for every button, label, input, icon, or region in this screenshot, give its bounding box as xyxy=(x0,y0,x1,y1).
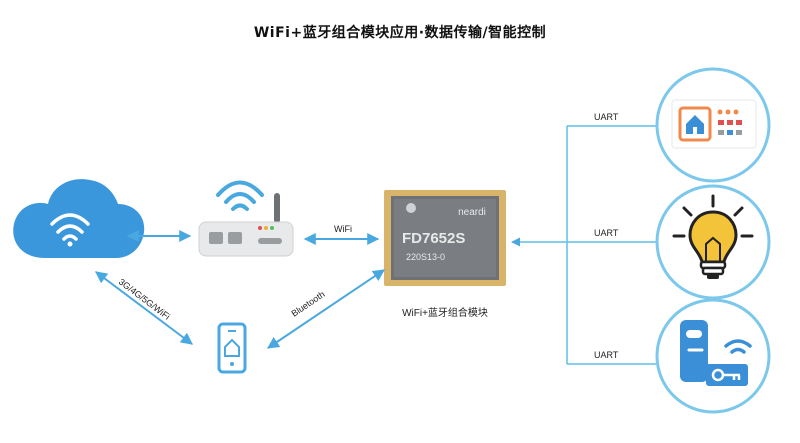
uart-bottom-label: UART xyxy=(594,350,619,360)
phone-module-link xyxy=(267,269,385,349)
bluetooth-link-label: Bluetooth xyxy=(290,289,327,319)
smart-lock-icon xyxy=(655,298,771,414)
wifi-link-label: WiFi xyxy=(334,224,352,234)
module-code: 220S13-0 xyxy=(406,252,445,262)
cloud-phone-link xyxy=(95,271,193,345)
uart-mid-label: UART xyxy=(594,228,619,238)
module-chip xyxy=(384,190,506,286)
module-caption: WiFi+蓝牙组合模块 xyxy=(402,306,488,319)
control-panel-icon xyxy=(655,67,771,183)
module-model: FD7652S xyxy=(402,230,465,247)
diagram-title: WiFi+蓝牙组合模块应用·数据传输/智能控制 xyxy=(253,25,547,41)
cellular-link-label: 3G/4G/5G/WiFi xyxy=(117,277,172,322)
phone-icon xyxy=(217,322,247,374)
uart-top-label: UART xyxy=(594,112,619,122)
router-icon xyxy=(198,180,294,257)
light-bulb-icon xyxy=(655,184,771,300)
module-brand: neardi xyxy=(458,207,486,218)
cloud-wifi-icon xyxy=(13,179,145,258)
